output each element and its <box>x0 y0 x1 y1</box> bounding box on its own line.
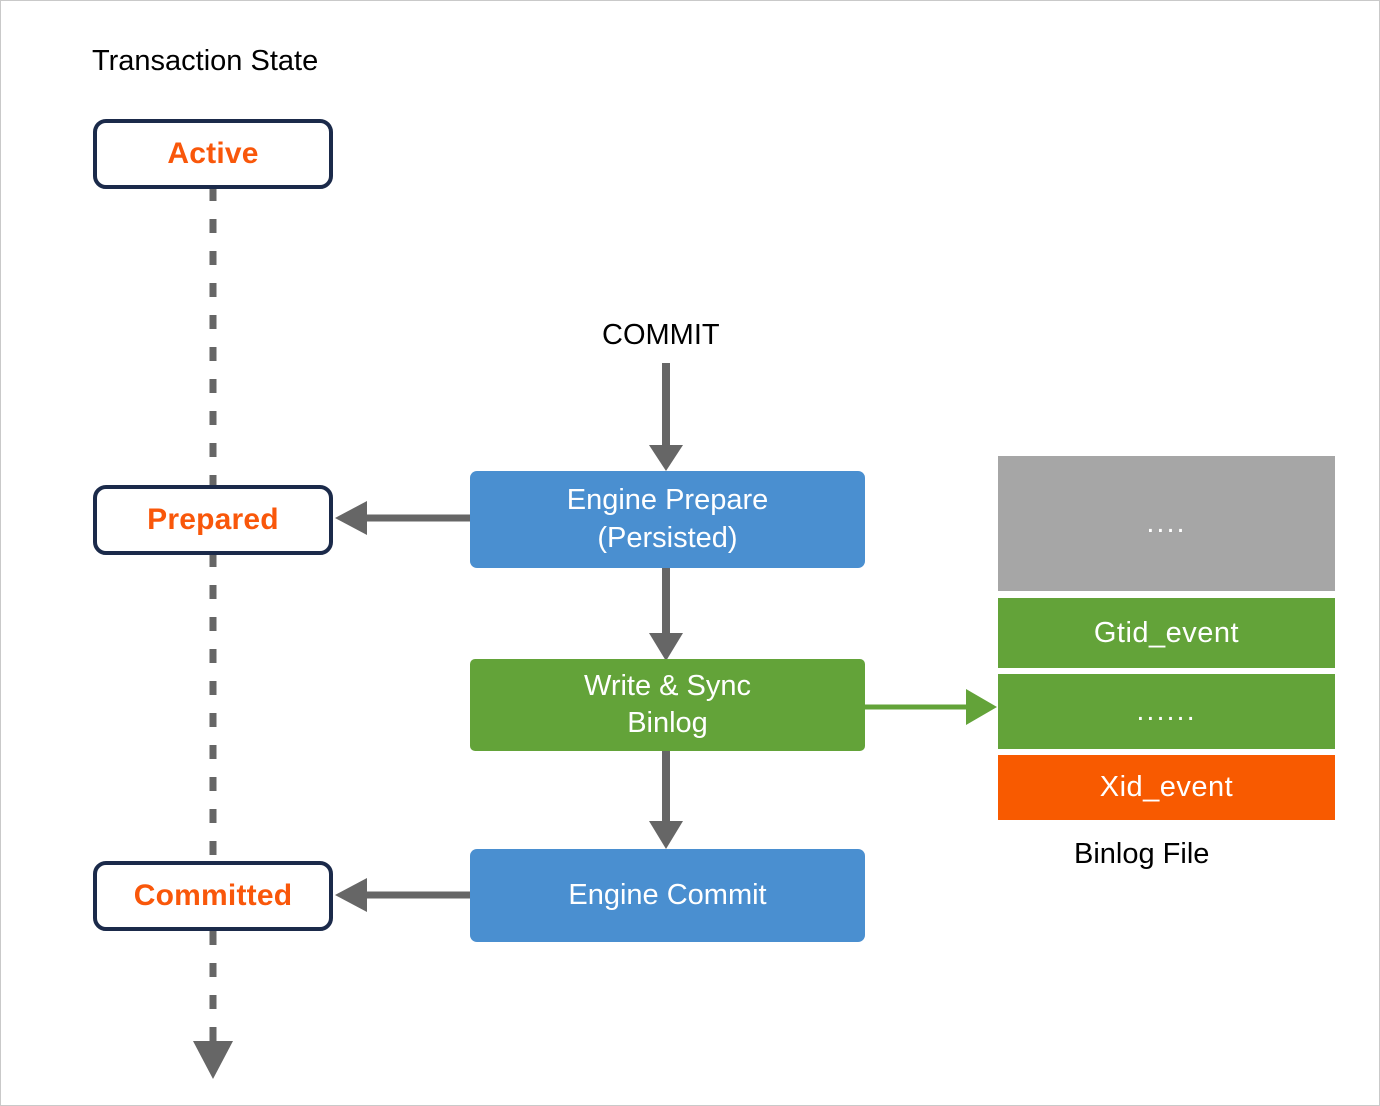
binlog-segment-xid-event: Xid_event <box>998 755 1335 820</box>
commit-trigger-label: COMMIT <box>602 319 720 351</box>
arrow-commit-to-engine-prepare <box>649 363 683 471</box>
binlog-segment-label: .... <box>1146 507 1187 539</box>
binlog-segment-row-events: ...... <box>998 674 1335 749</box>
process-box-write-sync-binlog[interactable]: Write & Sync Binlog <box>470 659 865 751</box>
state-label-committed: Committed <box>133 879 293 912</box>
engine-prepare-line2: (Persisted) <box>597 521 738 554</box>
engine-prepare-line1: Engine Prepare <box>566 484 769 517</box>
arrow-engine-prepare-to-prepared <box>335 501 470 535</box>
write-sync-binlog-line1: Write & Sync <box>583 669 752 702</box>
engine-commit-line1: Engine Commit <box>568 878 767 911</box>
transaction-lifeline <box>193 187 233 1079</box>
binlog-file-caption: Binlog File <box>1074 838 1210 870</box>
state-box-active[interactable]: Active <box>93 119 333 189</box>
state-box-prepared[interactable]: Prepared <box>93 485 333 555</box>
arrow-engine-commit-to-committed <box>335 878 470 912</box>
binlog-segment-gtid-event: Gtid_event <box>998 598 1335 668</box>
arrow-binlog-to-file <box>865 689 997 725</box>
state-label-prepared: Prepared <box>147 503 279 536</box>
state-label-active: Active <box>167 137 259 170</box>
binlog-segment-label: Xid_event <box>1099 771 1234 803</box>
arrow-prepare-to-binlog <box>649 568 683 661</box>
arrow-binlog-to-engine-commit <box>649 751 683 849</box>
binlog-segment-label: ...... <box>1136 695 1197 727</box>
process-box-engine-prepare[interactable]: Engine Prepare (Persisted) <box>470 471 865 568</box>
process-box-engine-commit[interactable]: Engine Commit <box>470 849 865 942</box>
binlog-segment-label: Gtid_event <box>1093 616 1240 649</box>
write-sync-binlog-line2: Binlog <box>627 707 708 739</box>
binlog-segment-other-events-top: .... <box>998 456 1335 591</box>
page-title: Transaction State <box>92 45 319 77</box>
state-box-committed[interactable]: Committed <box>93 861 333 931</box>
